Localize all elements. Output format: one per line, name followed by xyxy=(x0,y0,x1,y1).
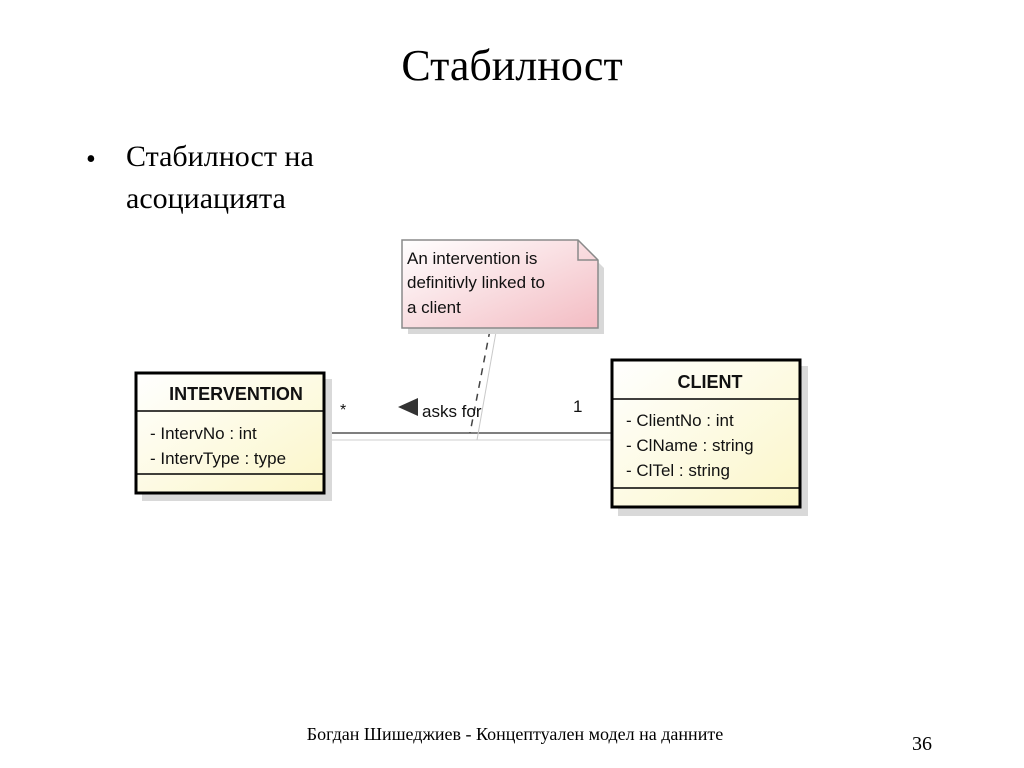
footer-text: Богдан Шишеджиев - Концептуален модел на… xyxy=(306,724,724,744)
note-line-3: a client xyxy=(407,298,461,317)
bullet-line-1: Стабилност на xyxy=(126,140,314,173)
class-box xyxy=(610,358,802,509)
page-number: 36 xyxy=(912,733,932,755)
attribute-client-no: - ClientNo : int xyxy=(626,411,734,430)
multiplicity-client: 1 xyxy=(573,397,582,416)
note-anchor-line xyxy=(469,329,491,434)
attribute-cl-name: - ClName : string xyxy=(626,436,754,455)
bullet-dot: • xyxy=(86,144,96,175)
class-box xyxy=(134,371,326,495)
class-client: CLIENT - ClientNo : int - ClName : strin… xyxy=(610,358,808,516)
bullet-text: Стабилност на асоциацията xyxy=(126,136,426,220)
association-name: asks for xyxy=(422,402,482,421)
note-body xyxy=(401,239,599,329)
class-name-client: CLIENT xyxy=(678,372,743,392)
note-line-1: An intervention is xyxy=(407,249,537,268)
note-fold-corner xyxy=(577,240,598,261)
bullet-line-2: асоциацията xyxy=(126,182,286,215)
class-intervention: INTERVENTION - IntervNo : int - IntervTy… xyxy=(134,371,332,501)
note-line-2: definitivly linked to xyxy=(407,273,545,292)
triangle-left-icon xyxy=(398,398,418,416)
class-name-intervention: INTERVENTION xyxy=(169,384,303,404)
attribute-cl-tel: - ClTel : string xyxy=(626,461,730,480)
multiplicity-intervention: * xyxy=(340,402,346,419)
attribute-interv-type: - IntervType : type xyxy=(150,449,286,468)
note-anchor-shadow xyxy=(476,331,497,441)
attribute-interv-no: - IntervNo : int xyxy=(150,424,257,443)
note: An intervention is definitivly linked to… xyxy=(401,239,604,334)
slide-title: Стабилност xyxy=(401,41,623,90)
